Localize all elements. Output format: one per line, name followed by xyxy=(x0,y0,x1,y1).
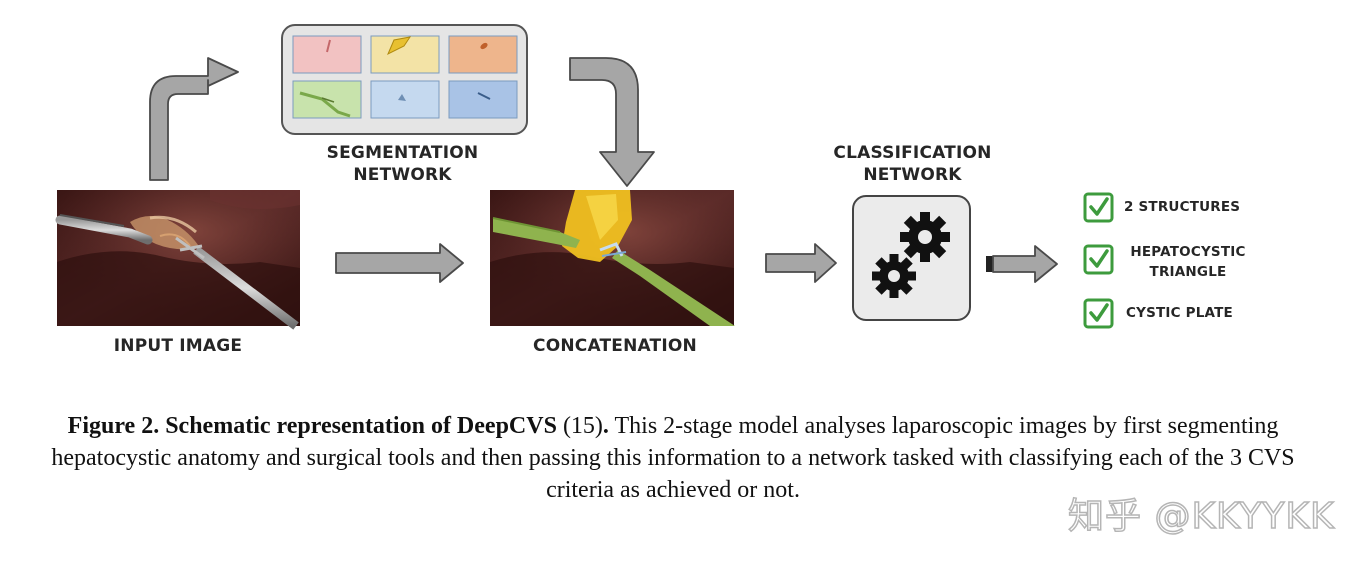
checkbox-icon-3 xyxy=(1083,298,1114,329)
classification-network-box xyxy=(852,195,971,321)
gear-icon xyxy=(872,212,950,298)
segmentation-network-label: SEGMENTATION NETWORK xyxy=(326,143,479,186)
criterion-hepatocystic-triangle: HEPATOCYSTIC TRIANGLE xyxy=(1130,244,1246,280)
checkbox-icon-1 xyxy=(1083,192,1114,223)
criterion-cystic-plate: CYSTIC PLATE xyxy=(1126,305,1233,321)
arrow-classifier-to-output xyxy=(986,245,1058,283)
caption-title: Figure 2. Schematic representation of De… xyxy=(67,413,557,439)
arrow-to-segmentation xyxy=(149,57,239,181)
criterion-2-structures: 2 STRUCTURES xyxy=(1124,199,1241,215)
classification-network-label: CLASSIFICATION NETWORK xyxy=(833,143,992,186)
diagram-canvas xyxy=(55,24,1114,330)
input-image xyxy=(55,190,300,330)
seg-tile-1 xyxy=(292,35,362,74)
seg-tile-6 xyxy=(448,80,518,119)
figure-caption: Figure 2. Schematic representation of De… xyxy=(28,410,1318,506)
arrow-to-concatenation xyxy=(569,57,655,187)
caption-period: . xyxy=(602,413,609,439)
segmentation-network-panel xyxy=(281,24,528,135)
concatenation-label: CONCATENATION xyxy=(533,336,697,356)
arrow-concat-to-classifier xyxy=(765,243,837,283)
concatenation-image xyxy=(490,190,735,326)
arrow-input-to-concat xyxy=(335,243,464,283)
checkbox-icon-2 xyxy=(1083,244,1114,275)
watermark: 知乎 @KKYYKK xyxy=(1067,495,1335,538)
caption-ref: (15) xyxy=(556,413,603,439)
input-image-label: INPUT IMAGE xyxy=(113,336,243,356)
deepcvs-diagram: SEGMENTATION NETWORK CLASSIFICATION NETW… xyxy=(55,24,1246,356)
seg-tile-3 xyxy=(448,35,518,74)
caption-text: This 2-stage model analyses laparoscopic… xyxy=(51,413,1295,503)
